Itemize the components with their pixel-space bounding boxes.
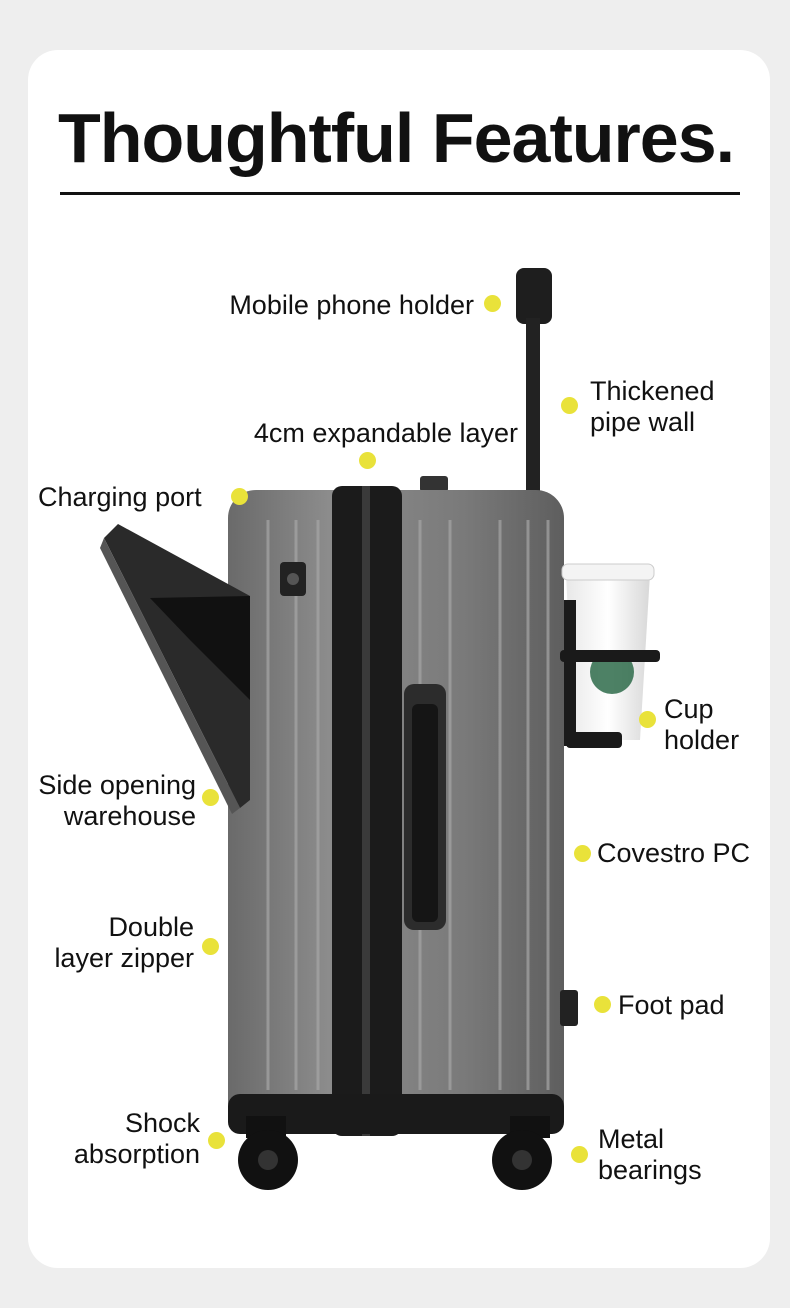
feature-dot — [594, 996, 611, 1013]
top-handle — [420, 476, 448, 492]
feature-dot — [574, 845, 591, 862]
feature-dot — [561, 397, 578, 414]
feature-dot — [639, 711, 656, 728]
suitcase-shell — [228, 486, 578, 1136]
cup-holder — [560, 563, 660, 748]
feature-charging-port: Charging port — [38, 482, 202, 512]
feature-cup-holder: Cup holder — [664, 694, 740, 755]
feature-dot — [202, 938, 219, 955]
feature-foot-pad: Foot pad — [618, 990, 725, 1020]
feature-side-opening: Side opening warehouse — [38, 770, 196, 831]
wheels — [238, 1116, 552, 1190]
feature-covestro-pc: Covestro PC — [597, 838, 751, 868]
feature-dot — [359, 452, 376, 469]
feature-pipe-wall: Thickened pipe wall — [590, 376, 715, 437]
feature-expandable-layer: 4cm expandable layer — [253, 418, 518, 448]
page-title: Thoughtful Features. — [58, 99, 735, 177]
feature-dot — [231, 488, 248, 505]
feature-metal-bearings: Metal bearings — [598, 1124, 702, 1185]
feature-double-zipper: Double layer zipper — [54, 912, 194, 973]
feature-dot — [208, 1132, 225, 1149]
feature-mobile-phone-holder: Mobile phone holder — [229, 290, 474, 320]
feature-dot — [484, 295, 501, 312]
front-opening-lid — [100, 524, 250, 814]
telescopic-handle — [516, 268, 552, 498]
feature-shock-absorption: Shock absorption — [73, 1108, 200, 1169]
title-divider — [60, 192, 740, 195]
feature-dot — [571, 1146, 588, 1163]
feature-dot — [202, 789, 219, 806]
